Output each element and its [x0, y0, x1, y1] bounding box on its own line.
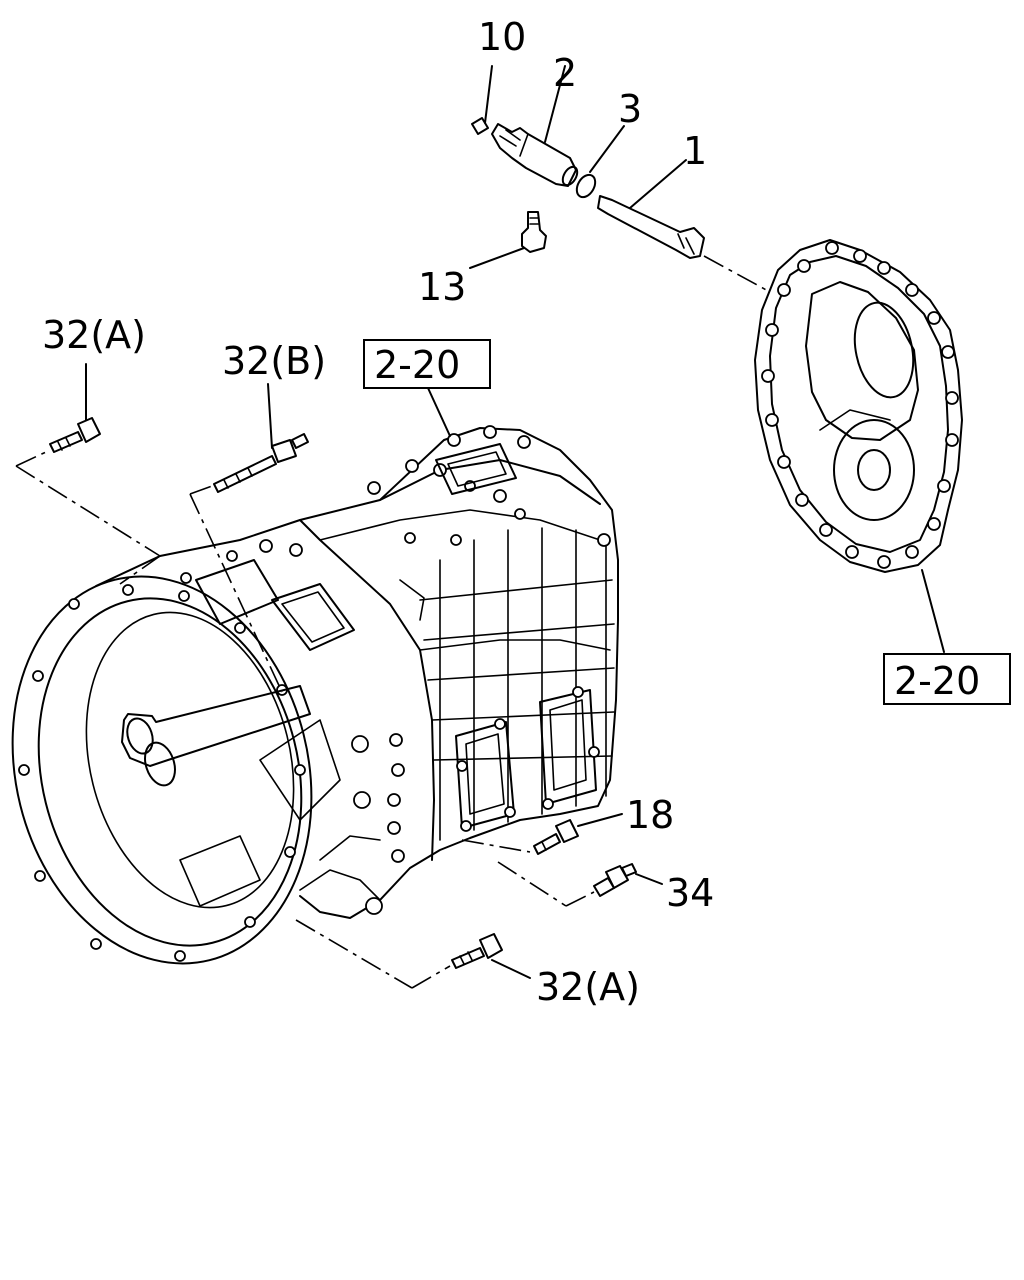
stud-part-34: [565, 863, 663, 907]
speed-sensor-body-part-2: [491, 65, 579, 187]
callout-2: 2: [553, 51, 577, 95]
ref-cover-label: 2-20: [894, 659, 980, 703]
callout-3: 3: [618, 87, 642, 131]
callout-32a-top: 32(A): [42, 313, 146, 357]
ref-housing-leader: [427, 387, 451, 437]
ref-housing-label: 2-20: [374, 343, 460, 387]
callout-10: 10: [478, 15, 526, 59]
speed-sensor-cap-part-10: [471, 65, 493, 135]
callout-13: 13: [418, 265, 466, 309]
rear-cover: [754, 239, 963, 653]
bolt-32a-bottom: [295, 919, 531, 989]
callout-18: 18: [626, 793, 674, 837]
bolt-part-13: [469, 211, 547, 269]
bolt-32a-top: [15, 363, 161, 585]
o-ring-part-3: [575, 125, 625, 199]
callout-34: 34: [666, 871, 714, 915]
ref-box-housing: 2-20: [363, 339, 491, 389]
speed-sensor-shaft-part-1: [597, 159, 771, 293]
bolt-part-18: [461, 813, 623, 907]
callout-32a-bottom: 32(A): [536, 965, 640, 1009]
callout-32b: 32(B): [222, 339, 326, 383]
stud-32b: [189, 383, 309, 693]
callout-1: 1: [683, 129, 707, 173]
transmission-case: [11, 425, 619, 965]
ref-box-cover: 2-20: [883, 653, 1011, 705]
